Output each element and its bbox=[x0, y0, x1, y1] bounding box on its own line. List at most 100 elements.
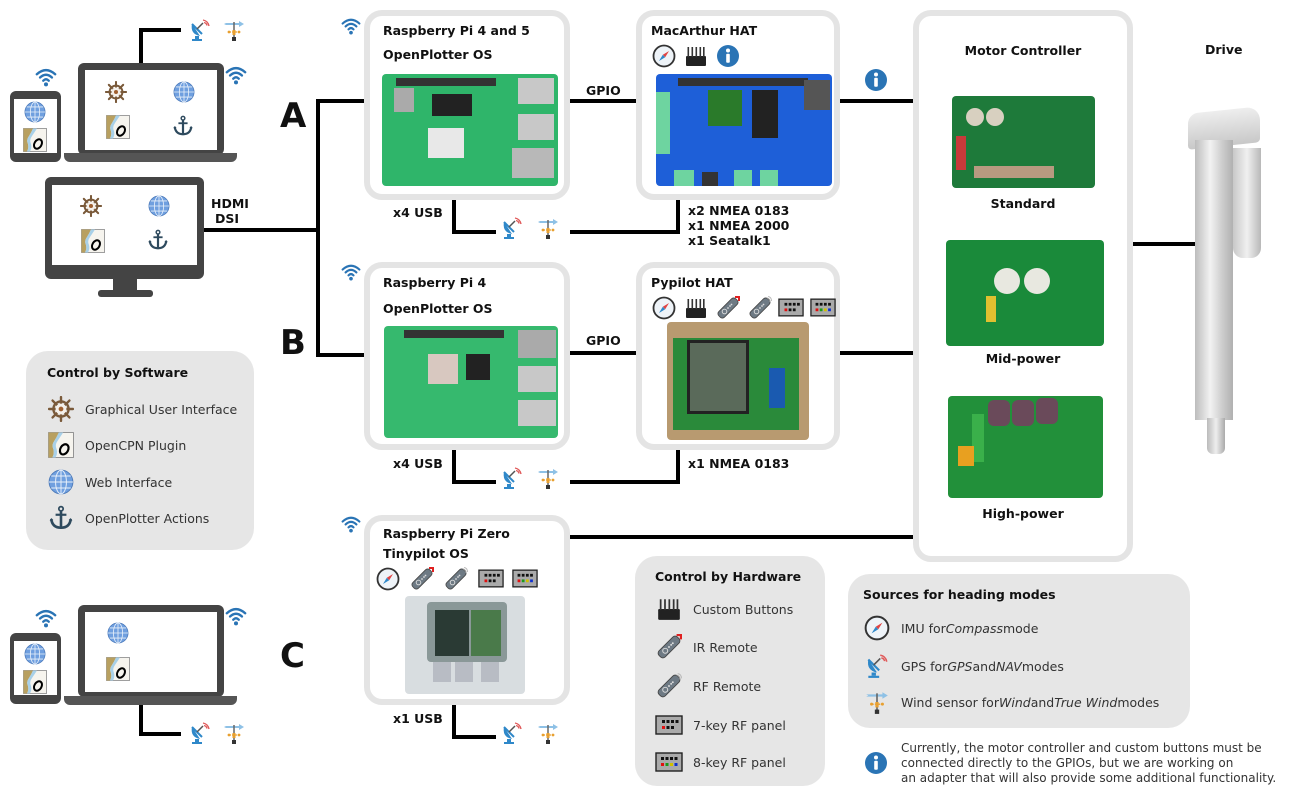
legend-item: GPS for GPS and NAV modes bbox=[863, 653, 1064, 679]
globe-icon bbox=[148, 195, 170, 217]
wifi-icon bbox=[340, 514, 362, 534]
board-raspberry-pi-zero: Raspberry Pi Zero Tinypilot OS bbox=[364, 515, 570, 705]
wifi-icon bbox=[224, 64, 248, 86]
section-label-a: A bbox=[280, 96, 307, 136]
opencpn-icon bbox=[106, 657, 130, 681]
buttons-icon bbox=[684, 296, 708, 320]
hdmi-label: HDMI bbox=[211, 196, 249, 211]
monitor bbox=[45, 177, 204, 279]
raspberry-pi-4-photo bbox=[384, 326, 558, 438]
compass-icon bbox=[863, 615, 891, 641]
legend-hardware: Control by Hardware Custom Buttons IR Re… bbox=[635, 556, 825, 786]
anchor-icon bbox=[172, 115, 194, 137]
wifi-icon bbox=[34, 607, 58, 629]
tinypilot-enclosure-photo bbox=[405, 596, 525, 694]
wifi-icon bbox=[340, 262, 362, 282]
opencpn-icon bbox=[81, 229, 105, 253]
legend-heading-title: Sources for heading modes bbox=[863, 587, 1056, 602]
wind-vane-icon bbox=[536, 466, 560, 490]
legend-heading-sources: Sources for heading modes IMU for Compas… bbox=[848, 574, 1190, 728]
opencpn-icon bbox=[47, 432, 75, 458]
legend-item: IR Remote bbox=[655, 634, 758, 660]
motor-controller-variant: Standard bbox=[990, 196, 1056, 211]
gpio-label-a: GPIO bbox=[586, 83, 621, 98]
board-raspberry-pi-4: Raspberry Pi 4 OpenPlotter OS bbox=[364, 262, 570, 450]
legend-item: OpenPlotter Actions bbox=[47, 505, 209, 531]
compass-icon bbox=[652, 44, 676, 68]
wifi-icon bbox=[34, 66, 58, 88]
globe-icon bbox=[24, 643, 46, 665]
laptop bbox=[78, 63, 224, 155]
legend-hardware-title: Control by Hardware bbox=[655, 569, 802, 584]
wind-vane-icon bbox=[863, 689, 891, 715]
globe-icon bbox=[47, 469, 75, 495]
7key-panel-icon bbox=[655, 712, 683, 738]
wifi-icon bbox=[224, 605, 248, 627]
ir-remote-icon bbox=[716, 296, 740, 320]
wifi-icon bbox=[340, 16, 362, 36]
board-macarthur-hat: MacArthur HAT bbox=[636, 10, 840, 200]
rf-remote-icon bbox=[655, 673, 683, 699]
wind-vane-icon bbox=[536, 721, 560, 745]
gps-dish-icon bbox=[500, 721, 524, 745]
gps-dish-icon bbox=[188, 721, 212, 745]
board-os: Tinypilot OS bbox=[383, 546, 469, 561]
anchor-icon bbox=[147, 229, 169, 251]
usb-label-c: x1 USB bbox=[393, 711, 443, 726]
info-icon bbox=[864, 751, 888, 775]
7key-panel-icon bbox=[478, 569, 504, 588]
board-os: OpenPlotter OS bbox=[383, 47, 493, 62]
ship-wheel-icon bbox=[80, 195, 102, 217]
info-icon[interactable] bbox=[864, 68, 888, 92]
motor-controller-standard-photo bbox=[952, 96, 1095, 188]
nmea-label-a-3: x1 Seatalk1 bbox=[688, 233, 771, 248]
macarthur-hat-photo bbox=[656, 74, 832, 186]
section-label-b: B bbox=[280, 323, 306, 363]
gpio-label-b: GPIO bbox=[586, 333, 621, 348]
gps-dish-icon bbox=[863, 653, 891, 679]
opencpn-icon bbox=[23, 128, 47, 152]
anchor-icon bbox=[47, 505, 75, 531]
usb-label-b: x4 USB bbox=[393, 456, 443, 471]
motor-controller-box: Motor Controller Standard Mid-power High… bbox=[913, 10, 1133, 562]
compass-icon bbox=[376, 567, 400, 591]
nmea-label-a-2: x1 NMEA 2000 bbox=[688, 218, 790, 233]
ship-wheel-icon bbox=[105, 81, 127, 103]
legend-item: 8-key RF panel bbox=[655, 749, 786, 775]
legend-software-title: Control by Software bbox=[47, 365, 189, 380]
wind-vane-icon bbox=[222, 721, 246, 745]
board-title: Raspberry Pi Zero bbox=[383, 526, 510, 541]
motor-controller-title: Motor Controller bbox=[964, 43, 1082, 58]
globe-icon bbox=[107, 622, 129, 644]
buttons-icon bbox=[684, 44, 708, 68]
board-title: MacArthur HAT bbox=[651, 23, 758, 38]
motor-controller-variant: High-power bbox=[982, 506, 1064, 521]
gps-dish-icon bbox=[188, 18, 212, 42]
buttons-icon bbox=[655, 596, 683, 622]
7key-panel-icon bbox=[778, 298, 804, 317]
info-icon[interactable] bbox=[716, 44, 740, 68]
8key-panel-icon bbox=[810, 298, 836, 317]
rf-remote-icon bbox=[748, 296, 772, 320]
nmea-label-b: x1 NMEA 0183 bbox=[688, 456, 790, 471]
opencpn-icon bbox=[23, 670, 47, 694]
drive-title: Drive bbox=[1205, 42, 1243, 57]
pypilot-hat-photo bbox=[667, 322, 809, 440]
8key-panel-icon bbox=[512, 569, 538, 588]
ship-wheel-icon bbox=[47, 396, 75, 422]
legend-item: Web Interface bbox=[47, 469, 172, 495]
legend-item: 7-key RF panel bbox=[655, 712, 786, 738]
legend-item: Wind sensor for Wind and True Wind modes bbox=[863, 689, 1159, 715]
rf-remote-icon bbox=[444, 567, 468, 591]
section-label-c: C bbox=[280, 636, 305, 676]
board-raspberry-pi-4-5: Raspberry Pi 4 and 5 OpenPlotter OS bbox=[364, 10, 570, 200]
gps-dish-icon bbox=[500, 466, 524, 490]
legend-item: OpenCPN Plugin bbox=[47, 432, 186, 458]
motor-controller-variant: Mid-power bbox=[985, 351, 1061, 366]
adapter-note: Currently, the motor controller and cust… bbox=[901, 741, 1277, 785]
legend-item: Graphical User Interface bbox=[47, 396, 237, 422]
gps-dish-icon bbox=[500, 216, 524, 240]
board-title: Pypilot HAT bbox=[651, 275, 733, 290]
globe-icon bbox=[173, 81, 195, 103]
wind-vane-icon bbox=[222, 18, 246, 42]
